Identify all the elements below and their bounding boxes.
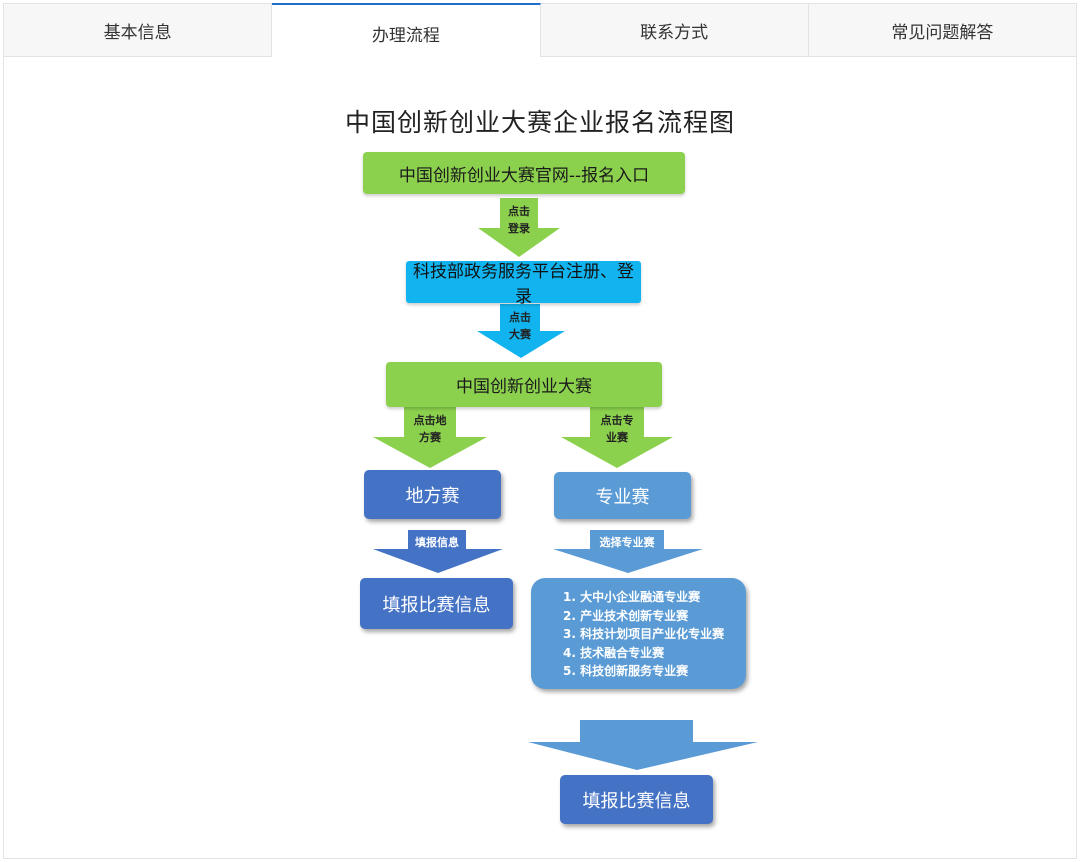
special-list-box: 1. 大中小企业融通专业赛 2. 产业技术创新专业赛 3. 科技计划项目产业化专… — [531, 578, 746, 689]
arrow-label-special: 点击专业赛 — [600, 414, 634, 444]
arrow-login — [478, 198, 560, 257]
tab-bar: 基本信息 办理流程 联系方式 常见问题解答 — [3, 3, 1077, 57]
arrow-label-choose-special: 选择专业赛 — [599, 536, 655, 549]
content-frame — [3, 3, 1077, 859]
arrow-local — [373, 407, 487, 468]
arrow-label-local: 点击地方赛 — [413, 414, 447, 444]
list-item: 4. 技术融合专业赛 — [563, 645, 665, 660]
local-contest-box: 地方赛 — [364, 470, 501, 519]
tab-contact[interactable]: 联系方式 — [540, 3, 809, 57]
arrow-choose-special — [553, 530, 703, 573]
special-contest-box: 专业赛 — [554, 472, 691, 519]
contest-box: 中国创新创业大赛 — [386, 362, 662, 407]
entry-box: 中国创新创业大赛官网--报名入口 — [363, 152, 685, 194]
arrow-label-contest: 点击大赛 — [509, 311, 531, 341]
tab-process[interactable]: 办理流程 — [272, 3, 541, 57]
fill-info-special-box: 填报比赛信息 — [560, 775, 713, 824]
tab-basic-info[interactable]: 基本信息 — [3, 3, 273, 57]
arrow-special — [561, 407, 673, 468]
list-item: 3. 科技计划项目产业化专业赛 — [563, 627, 725, 641]
diagram-title: 中国创新创业大赛企业报名流程图 — [344, 108, 735, 137]
list-item: 5. 科技创新服务专业赛 — [563, 664, 689, 678]
list-item: 2. 产业技术创新专业赛 — [563, 608, 689, 623]
arrow-label-login: 点击登录 — [508, 205, 530, 235]
register-box: 科技部政务服务平台注册、登录 — [406, 261, 641, 307]
list-item: 1. 大中小企业融通专业赛 — [563, 590, 701, 604]
fill-info-local-box: 填报比赛信息 — [360, 578, 513, 629]
tab-faq[interactable]: 常见问题解答 — [808, 3, 1077, 57]
arrow-fill-special — [528, 720, 758, 770]
arrow-label-fill-info: 填报信息 — [415, 536, 459, 549]
arrow-fill-local — [373, 530, 503, 573]
arrow-contest — [477, 304, 565, 358]
